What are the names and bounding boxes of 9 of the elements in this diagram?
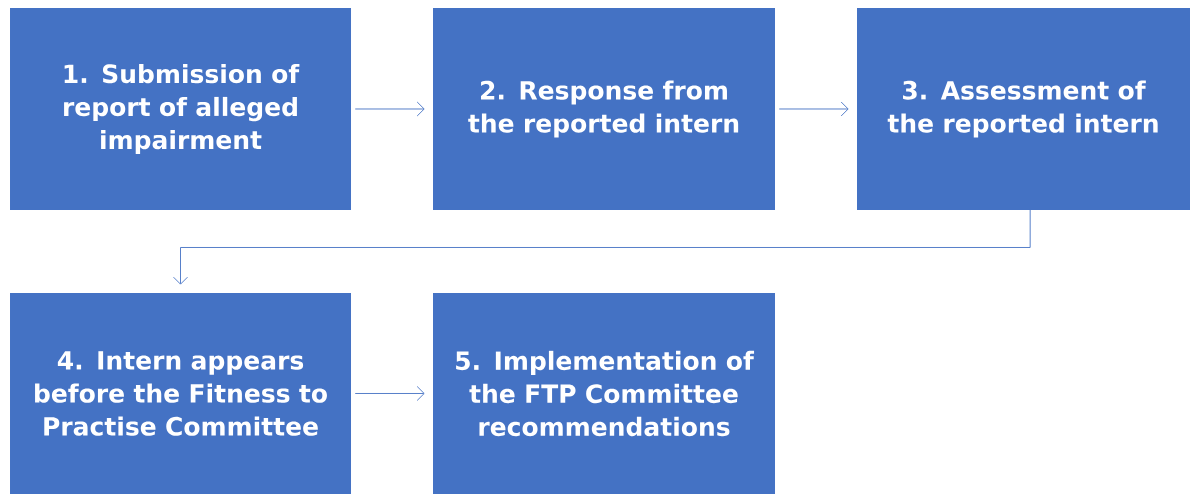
process-box: 5. Implementation of the FTP Committee recommendations xyxy=(433,293,775,494)
process-box: 4. Intern appears before the Fitness to Practise Committee xyxy=(10,293,351,494)
process-box: 3. Assessment of the reported intern xyxy=(857,8,1190,210)
process-box: 1. Submission of report of alleged impairment xyxy=(10,8,351,210)
process-box: 2. Response from the reported intern xyxy=(433,8,775,210)
arrow xyxy=(354,386,425,401)
arrow xyxy=(173,209,1031,285)
arrow xyxy=(778,101,849,117)
arrow xyxy=(354,101,425,117)
